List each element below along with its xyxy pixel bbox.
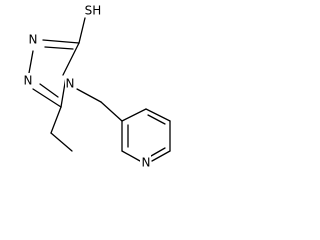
bond-ch2-pyridine (100, 101, 123, 122)
nitrogen-label-n2: N (29, 33, 38, 47)
bond-n1-c5-double (39, 83, 59, 98)
bond-n1-c5 (32, 88, 62, 108)
bond-py-c4-c5 (145, 108, 171, 122)
chemical-structure-canvas: SH N N N N (0, 0, 193, 191)
bond-py-c4-c5-double (147, 114, 166, 125)
nitrogen-label-n1: N (24, 74, 33, 88)
triazole-ring (28, 39, 80, 108)
bond-py-n-c2 (121, 150, 141, 162)
bond-c3-n2-double (44, 46, 74, 50)
bond-py-c3-c4 (121, 108, 147, 122)
bond-py-c6-n-double (150, 147, 166, 157)
thiol-label: SH (85, 4, 102, 18)
nitrogen-label-n4: N (66, 77, 75, 91)
ethyl-group (50, 106, 73, 152)
bond-py-c6-n (151, 150, 171, 162)
bond-n2-n1 (28, 50, 34, 74)
molecule-drawing: SH N N N N (23, 4, 171, 170)
bond-ch2-ch3 (50, 132, 73, 152)
atom-labels: SH N N N N (23, 4, 151, 170)
bond-c3-s (78, 17, 86, 44)
bond-n4-c3 (62, 42, 80, 76)
pyridine-nitrogen-label: N (142, 156, 151, 170)
methylene-linker (76, 88, 123, 122)
pyridine-ring (121, 108, 171, 162)
bond-n4-ch2 (76, 88, 102, 103)
bond-c5-ch2 (50, 106, 62, 134)
bond-c3-n2 (42, 39, 80, 44)
